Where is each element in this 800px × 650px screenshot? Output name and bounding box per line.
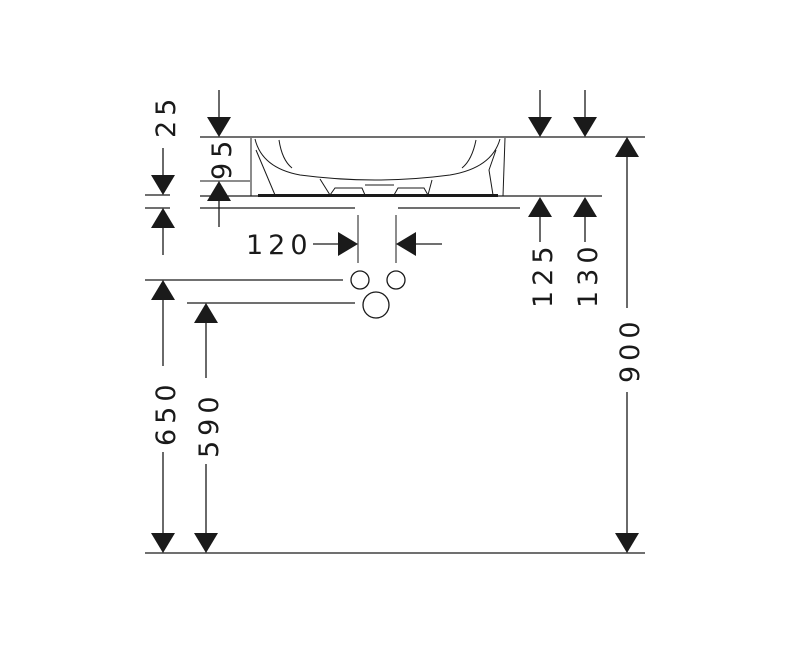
dimension-25: 25: [151, 94, 182, 255]
dimension-label-120: 120: [246, 230, 313, 261]
dimension-130: 130: [573, 90, 604, 308]
dimension-120: 120: [246, 230, 442, 261]
dimension-125: 125: [528, 90, 559, 308]
basin-outline: [250, 137, 506, 197]
dimension-650: 650: [151, 280, 182, 553]
dimension-label-95: 95: [207, 136, 238, 180]
dimension-590: 590: [194, 303, 225, 553]
dimension-label-130: 130: [573, 241, 604, 308]
dimension-label-650: 650: [151, 379, 182, 446]
drain-circle: [362, 291, 390, 319]
hot-supply-circle: [386, 270, 406, 290]
cold-supply-circle: [350, 270, 370, 290]
dimension-900: 900: [615, 137, 646, 553]
supply-connections: [350, 270, 406, 319]
dimension-label-25: 25: [151, 94, 182, 138]
dimension-95: 95: [207, 90, 238, 227]
dimension-label-125: 125: [528, 241, 559, 308]
dimension-label-900: 900: [615, 316, 646, 383]
dimension-label-590: 590: [194, 391, 225, 458]
